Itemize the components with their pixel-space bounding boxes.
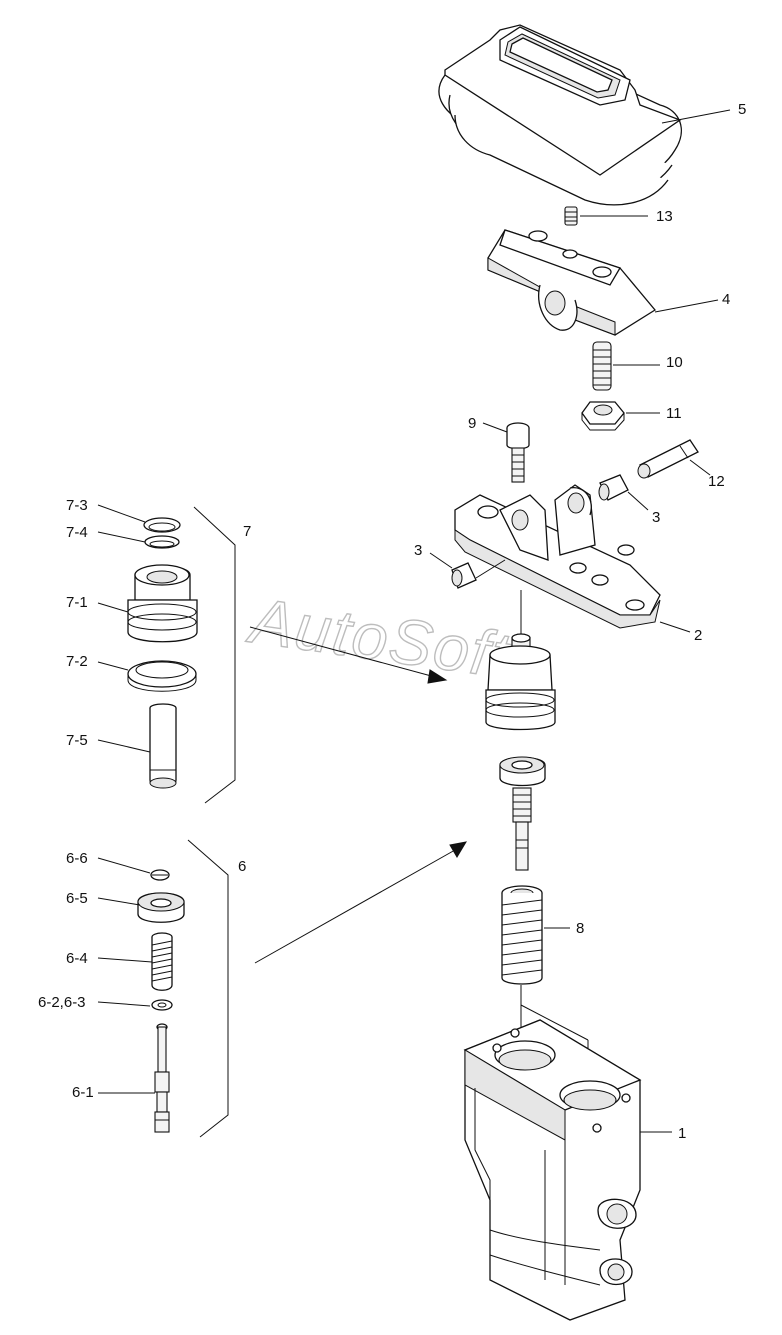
callout-3-right: 3 <box>652 509 660 526</box>
callout-13: 13 <box>656 208 673 225</box>
part-6-6-clip <box>150 869 170 881</box>
part-7-3-ring <box>143 517 181 533</box>
callout-11: 11 <box>666 405 682 422</box>
callout-10: 10 <box>666 354 683 371</box>
callout-7-2: 7-2 <box>66 653 88 670</box>
callout-6-6: 6-6 <box>66 850 88 867</box>
part-2-plate <box>454 484 661 629</box>
callout-7-5: 7-5 <box>66 732 88 749</box>
part-13-set-screw <box>564 206 578 226</box>
callout-12: 12 <box>708 473 725 490</box>
callout-6-4: 6-4 <box>66 950 88 967</box>
part-3-bushing-right <box>598 474 629 501</box>
part-8-spring <box>501 885 543 985</box>
part-6-assembly-center <box>499 756 546 871</box>
part-6-1-spool <box>154 1023 170 1133</box>
part-7-2-seal <box>127 660 197 692</box>
watermark-text: AutoSoft <box>243 584 516 692</box>
part-9-cap-screw <box>506 422 530 483</box>
callout-7: 7 <box>243 523 251 540</box>
part-6-2-6-3-washers <box>151 999 173 1011</box>
callout-9: 9 <box>468 415 476 432</box>
callout-6-2-6-3: 6-2,6-3 <box>38 994 86 1011</box>
part-11-nut <box>581 401 625 431</box>
part-10-stud <box>592 341 612 391</box>
arrow-head-7 <box>427 669 448 684</box>
callout-8: 8 <box>576 920 584 937</box>
bracket-6 <box>187 839 229 1138</box>
callout-3-left: 3 <box>414 542 422 559</box>
bracket-7 <box>193 506 236 804</box>
part-6-4-spring <box>151 932 173 991</box>
callout-1: 1 <box>678 1125 686 1142</box>
callout-7-3: 7-3 <box>66 497 88 514</box>
part-12-pin <box>637 439 699 479</box>
part-7-1-plug <box>127 564 198 643</box>
callout-5: 5 <box>738 101 746 118</box>
callout-6-1: 6-1 <box>72 1084 94 1101</box>
callout-7-1: 7-1 <box>66 594 88 611</box>
part-6-5-seat <box>137 892 185 923</box>
part-1-valve-body <box>463 1019 642 1321</box>
callout-2: 2 <box>694 627 702 644</box>
callout-6: 6 <box>238 858 246 875</box>
arrow-head-6 <box>449 841 468 858</box>
part-7-4-ring <box>144 535 180 549</box>
callout-6-5: 6-5 <box>66 890 88 907</box>
part-3-bushing-left <box>451 562 477 589</box>
callout-4: 4 <box>722 291 730 308</box>
part-7-5-sleeve <box>149 703 177 789</box>
part-5-boot <box>438 24 682 206</box>
callout-7-4: 7-4 <box>66 524 88 541</box>
part-7-assembly-center <box>485 633 556 731</box>
part-4-lever-block <box>487 229 656 336</box>
